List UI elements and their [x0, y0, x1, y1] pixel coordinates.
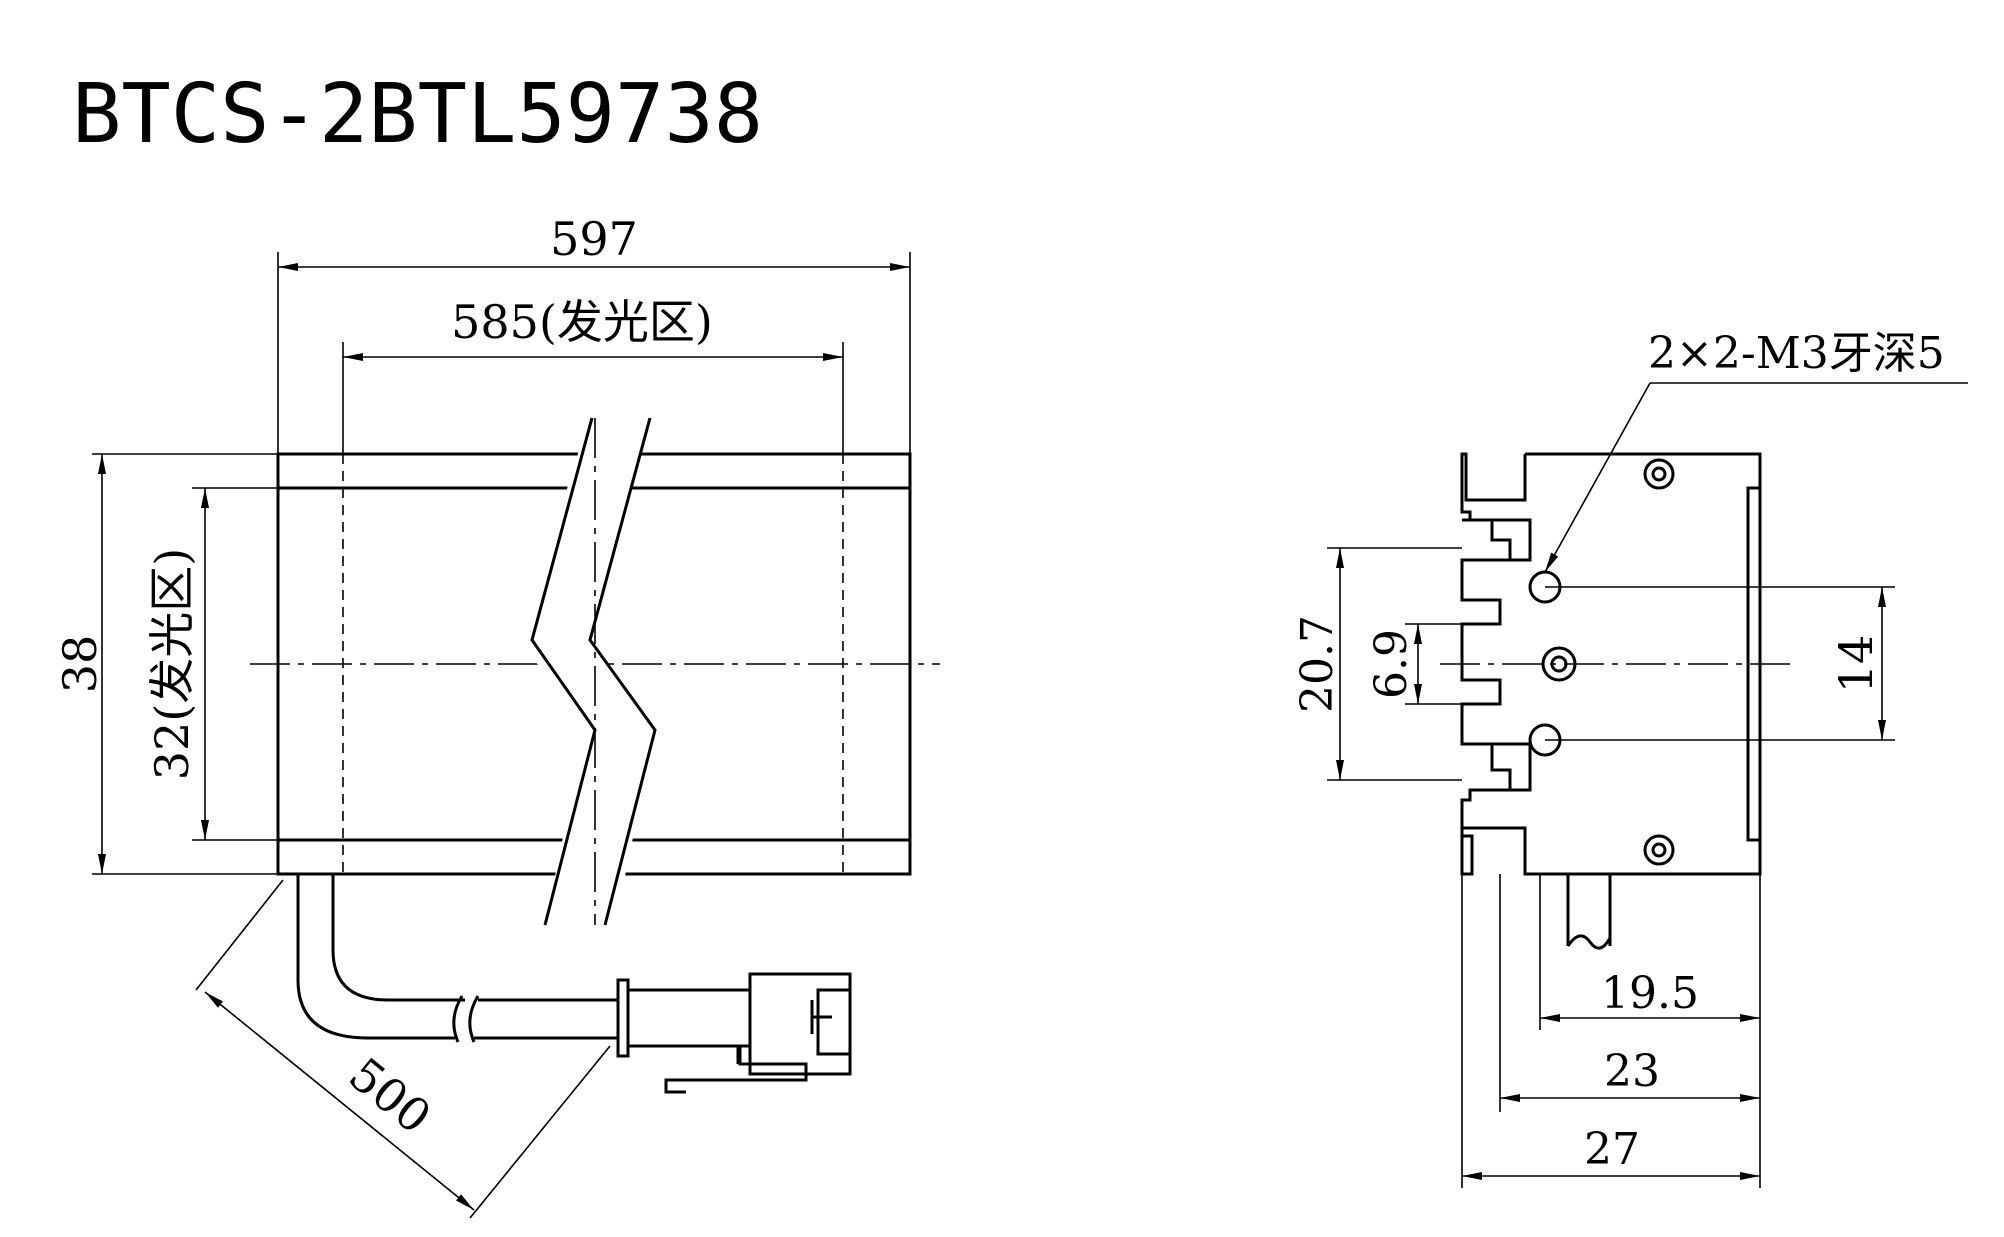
dim-6-9-label: 6.9 [1366, 629, 1417, 699]
cable-inner [331, 874, 465, 1002]
corner-screw-top [1643, 458, 1675, 490]
dim-500-line [204, 991, 475, 1211]
front-view: 597 585(发光区) 38 32(发光区) [53, 212, 940, 1219]
thread-leader-line [1544, 382, 1651, 573]
dim-32-label: 32(发光区) [145, 548, 199, 780]
cable-break-2 [468, 995, 480, 1043]
dim-14-label: 14 [1829, 635, 1883, 694]
break-line-right [588, 417, 657, 926]
side-view: 14 20.7 6.9 2×2-M3牙深5 19.5 23 27 [1292, 328, 1968, 1188]
dim-500-label: 500 [339, 1047, 441, 1144]
model-title: BTCS-2BTL59738 [72, 67, 763, 162]
dim-19-5-label: 19.5 [1601, 968, 1699, 1019]
dim-597-label: 597 [550, 212, 638, 266]
thread-note-label: 2×2-M3牙深5 [1648, 328, 1945, 379]
dim-20-7-label: 20.7 [1292, 615, 1343, 713]
corner-screw-bottom [1643, 834, 1675, 866]
dim-27-label: 27 [1584, 1124, 1640, 1175]
dim-585-label: 585(发光区) [451, 295, 713, 349]
dim-38-label: 38 [53, 635, 107, 694]
break-line-left [530, 417, 597, 926]
cable-break-1 [452, 995, 464, 1043]
dim-23-label: 23 [1604, 1046, 1660, 1097]
cable-connector [616, 972, 852, 1094]
cable-outer [296, 874, 455, 1040]
